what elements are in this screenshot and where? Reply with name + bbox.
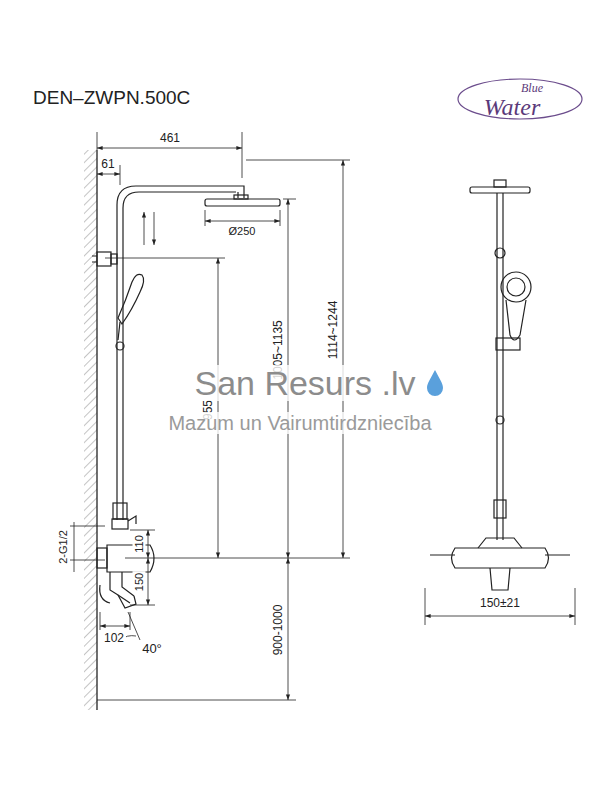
dimension: 1114~1244 xyxy=(326,299,340,362)
drop-icon xyxy=(424,368,446,398)
logo-text: Water xyxy=(484,95,540,119)
front-view-shower xyxy=(430,180,570,590)
wall-hatching xyxy=(84,150,97,710)
dimension: 900-1000 xyxy=(271,603,285,658)
watermark: Mazum un Vairumtirdzniecība xyxy=(166,412,433,434)
dimension-lines xyxy=(70,132,575,700)
logo-outline xyxy=(458,79,582,119)
dimension: 461 xyxy=(158,131,182,145)
dimension: 2-G1/2 xyxy=(57,528,70,566)
dimension: 150 xyxy=(133,571,146,593)
dimension: Ø250 xyxy=(227,225,258,238)
watermark: San Resurs .lv xyxy=(192,365,417,401)
drop-shape xyxy=(427,370,443,396)
model-title: DEN–ZWPN.500C xyxy=(33,88,190,107)
dimension: 102 xyxy=(102,631,126,645)
dimension: 61 xyxy=(99,157,116,171)
logo-text: Blue xyxy=(521,82,543,94)
dimension: 110 xyxy=(133,533,146,555)
dimension: 40° xyxy=(140,641,164,656)
dimension: 150±21 xyxy=(478,596,522,610)
wall-line xyxy=(96,150,97,710)
